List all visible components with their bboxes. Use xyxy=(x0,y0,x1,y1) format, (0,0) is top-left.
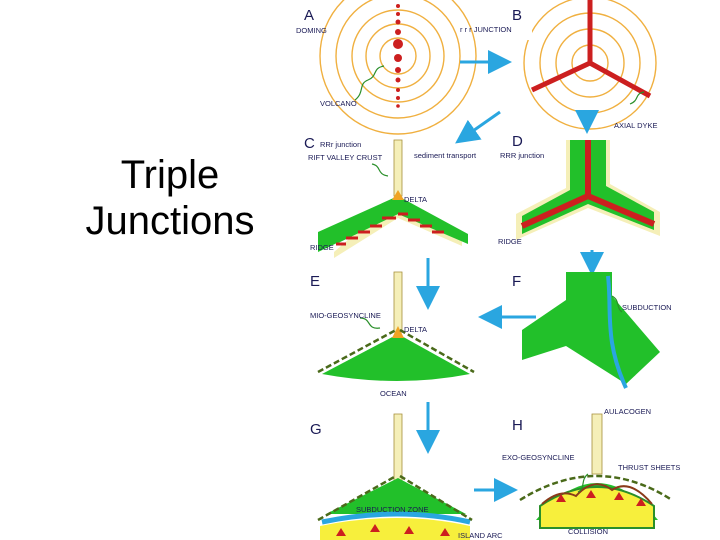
sediment-transport-label: sediment transport xyxy=(414,151,477,160)
panel-d-letter: D xyxy=(512,133,523,150)
thrust-volcanoes xyxy=(556,490,646,506)
subduction-label: SUBDUCTION xyxy=(622,303,672,312)
ocean-label: OCEAN xyxy=(380,389,407,398)
panel-h-collision: H AULACOGEN EXO-GEOSYNCLINE THRUST SHEET… xyxy=(502,407,680,536)
doming-label: DOMING xyxy=(296,26,327,35)
panel-f-letter: F xyxy=(512,273,521,290)
volcano-dots xyxy=(393,4,403,108)
rift-valley-crust-label: RIFT VALLEY CRUST xyxy=(308,153,383,162)
panel-b-letter: B xyxy=(512,7,522,24)
flow-arrows xyxy=(416,50,604,502)
collision-label: COLLISION xyxy=(568,527,608,536)
subduction-zone-label: SUBDUCTION ZONE xyxy=(356,505,429,514)
ridge-d-label: RIDGE xyxy=(498,237,522,246)
panel-f-subduction: F SUBDUCTION xyxy=(512,272,672,389)
panel-c-letter: C xyxy=(304,135,315,152)
title-line-2: Junctions xyxy=(85,199,255,243)
ridge-segments xyxy=(336,212,444,246)
aulacogen-label: AULACOGEN xyxy=(604,407,651,416)
panel-d-rrr-junction: D RRR junction RIDGE xyxy=(498,133,660,246)
panel-a-doming: A DOMING VOLCANO xyxy=(290,0,477,135)
title-line-1: Triple xyxy=(120,153,220,197)
panel-a-letter: A xyxy=(304,7,314,24)
panel-c-rrr-lowercase: C RRr junction RIFT VALLEY CRUST sedimen… xyxy=(304,135,477,258)
mio-geosyncline-label: MIO-GEOSYNCLINE xyxy=(310,311,381,320)
panel-h-letter: H xyxy=(512,417,523,434)
exo-geosyncline-label: EXO-GEOSYNCLINE xyxy=(502,453,575,462)
ridge-c-label: RIDGE xyxy=(310,243,334,252)
island-arc-label: ISLAND ARC xyxy=(458,531,503,540)
slide-title: Triple Junctions xyxy=(40,152,300,244)
delta-c-label: DELTA xyxy=(404,195,427,204)
arc-volcanoes xyxy=(336,524,450,536)
delta-e-label: DELTA xyxy=(404,325,427,334)
rrr-lower-junction-label: RRr junction xyxy=(320,140,361,149)
rrr-junction-label: r r r JUNCTION xyxy=(460,25,512,34)
panel-g-subduction-zone: G SUBDUCTION ZONE ISLAND ARC xyxy=(310,413,503,540)
panel-e-mio-geosyncline: E MIO-GEOSYNCLINE DELTA OCEAN xyxy=(310,271,475,398)
volcano-label: VOLCANO xyxy=(320,99,357,108)
panel-b-rrr-junction: B r r r JUNCTION AXIAL DYKE xyxy=(460,0,658,130)
panel-g-letter: G xyxy=(310,421,322,438)
axial-dyke-label: AXIAL DYKE xyxy=(614,121,658,130)
arrow-b-to-c xyxy=(455,110,501,144)
panel-e-letter: E xyxy=(310,273,320,290)
rrr-d-junction-label: RRR junction xyxy=(500,151,544,160)
thrust-sheets-label: THRUST SHEETS xyxy=(618,463,680,472)
